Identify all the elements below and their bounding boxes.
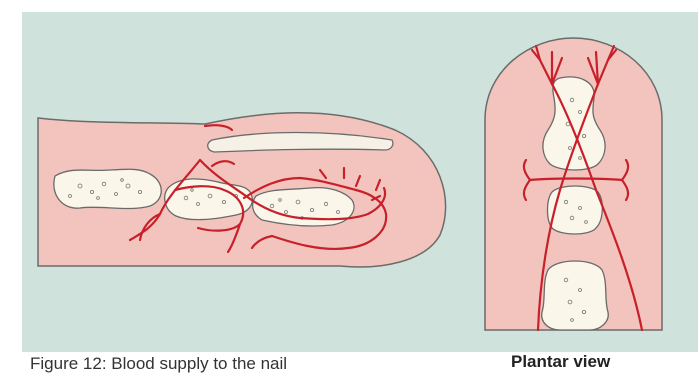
figure-caption: Figure 12: Blood supply to the nail bbox=[30, 354, 287, 374]
plantar-view-label: Plantar view bbox=[511, 352, 610, 372]
plantar-view-proximal-phalanx bbox=[542, 261, 609, 330]
plantar-view-middle-phalanx bbox=[548, 186, 603, 234]
nail-blood-supply-illustration bbox=[0, 0, 699, 352]
plantar-view-toe bbox=[485, 38, 662, 330]
side-view-distal-phalanx bbox=[253, 188, 354, 226]
side-view-proximal-phalanx bbox=[54, 169, 161, 208]
side-view-toe bbox=[38, 113, 446, 267]
